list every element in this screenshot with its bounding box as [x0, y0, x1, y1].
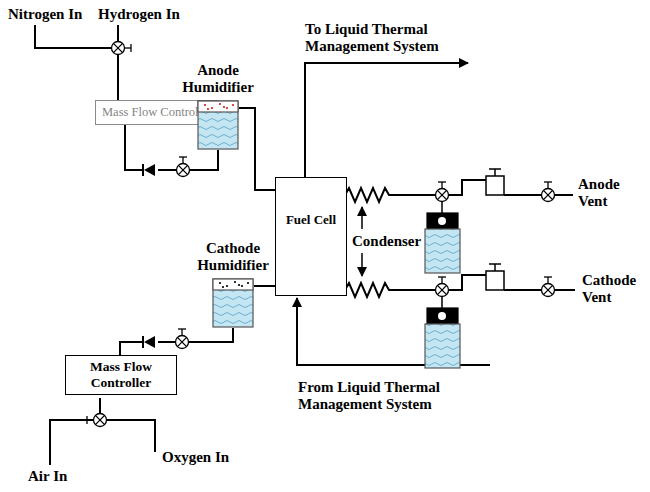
- humidifier-vessel: [197, 100, 239, 150]
- flow-label: Nitrogen In: [8, 6, 82, 23]
- flow-label: Cathode Vent: [582, 272, 646, 306]
- flow-label: Oxygen In: [162, 449, 229, 466]
- flow-label: Air In: [28, 468, 67, 485]
- flow-label: Anode Vent: [578, 176, 640, 210]
- box-label: Fuel Cell: [276, 192, 346, 248]
- flow-label: To Liquid Thermal Management System: [305, 21, 490, 55]
- mass-flow-controller: Mass Flow Controller: [65, 355, 177, 395]
- flow-label: Condenser: [352, 233, 421, 250]
- humidifier: Anode Humidifier: [197, 100, 239, 150]
- vessel-heading: Anode Humidifier: [170, 62, 266, 96]
- humidifier: Cathode Humidifier: [212, 278, 254, 328]
- flow-label: Hydrogen In: [98, 6, 180, 23]
- flow-label: From Liquid Thermal Management System: [298, 379, 488, 413]
- humidifier-vessel: [212, 278, 254, 328]
- fuel-cell-stack: Fuel Cell: [275, 177, 347, 296]
- box-label: Mass Flow Controller: [102, 105, 212, 120]
- box-label: Mass Flow Controller: [74, 359, 168, 391]
- gas-line: [120, 328, 233, 355]
- vessel-heading: Cathode Humidifier: [185, 240, 281, 274]
- gas-line: [239, 108, 275, 190]
- gas-line: [254, 285, 275, 287]
